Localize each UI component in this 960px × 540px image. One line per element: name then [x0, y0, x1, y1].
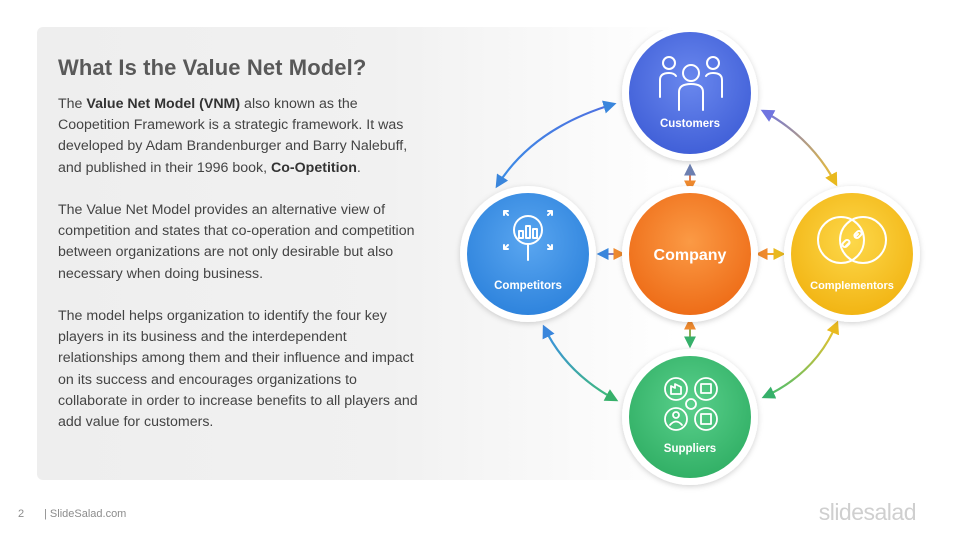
- linked-circles-icon: [817, 216, 887, 264]
- arrow-complementors-suppliers: [761, 320, 839, 399]
- node-suppliers: Suppliers: [622, 349, 758, 485]
- suppliers-label: Suppliers: [664, 443, 716, 455]
- company-label: Company: [654, 247, 727, 264]
- intro-text-2: also known as the Coopetition Framework …: [58, 96, 408, 176]
- complementors-label: Complementors: [810, 280, 894, 292]
- competitors-label: Competitors: [494, 280, 562, 292]
- footer-site: | SlideSalad.com: [44, 508, 127, 520]
- paragraph-intro: The Value Net Model (VNM) also known as …: [58, 94, 418, 179]
- arrow-customers-complementors: [760, 109, 838, 187]
- supply-network-icon: [664, 377, 718, 431]
- slide-title: What Is the Value Net Model?: [58, 55, 367, 80]
- users-group-icon: [659, 56, 723, 111]
- customers-label: Customers: [660, 118, 720, 130]
- intro-bold-book: Co-Opetition: [270, 159, 357, 176]
- intro-bold-vnm: Value Net Model (VNM): [86, 96, 241, 112]
- node-customers: Customers: [622, 30, 758, 161]
- intro-text-3: .: [356, 159, 361, 176]
- slidesalad-logo: slidesalad: [818, 499, 917, 525]
- paragraph-view: The Value Net Model provides an alternat…: [58, 202, 415, 282]
- analytics-search-icon: [503, 210, 553, 261]
- node-complementors: Complementors: [784, 186, 920, 322]
- node-competitors: Competitors: [460, 186, 596, 322]
- paragraph-players: The model helps organization to identify…: [58, 308, 418, 431]
- intro-text-1: The: [58, 96, 87, 112]
- body-text: The Value Net Model (VNM) also known as …: [58, 94, 418, 454]
- arrow-competitors-customers: [495, 100, 617, 189]
- arrow-suppliers-competitors: [542, 324, 619, 402]
- page-number: 2: [18, 508, 25, 520]
- value-net-diagram: Customers Competitors Complementor: [460, 30, 920, 485]
- node-company: Company: [622, 186, 758, 322]
